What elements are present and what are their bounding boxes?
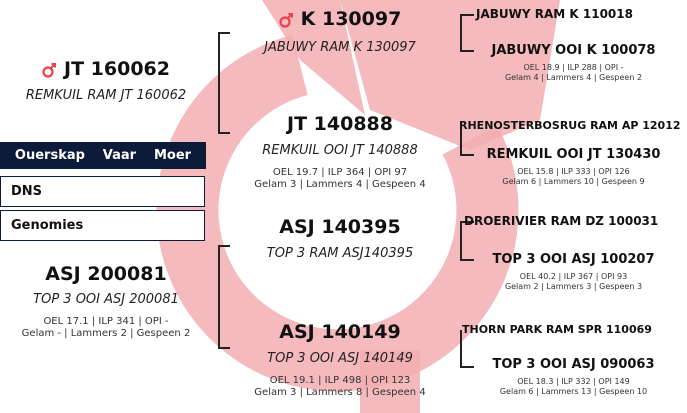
connector-line	[218, 245, 220, 349]
gen3-stats-line2: Gelam 6 | Lammers 13 | Gespeen 10	[499, 386, 648, 396]
dam-stats-line2: Gelam - | Lammers 2 | Gespeen 2	[21, 328, 191, 339]
sire-dam-id: JT 140888	[287, 113, 393, 135]
male-symbol-icon	[42, 62, 57, 78]
gen3-id: TOP 3 OOI ASJ 100207	[492, 252, 655, 267]
dam-dam-stats-line1: OEL 19.1 | ILP 498 | OPI 123	[269, 375, 411, 386]
gen3-id: RHENOSTERBOSRUG RAM AP 12012	[459, 120, 681, 131]
connector-line	[460, 221, 462, 261]
subject-description: REMKUIL RAM JT 160062	[25, 88, 187, 103]
sire-dam-description: REMKUIL OOI JT 140888	[262, 143, 418, 158]
dam-animal: ASJ 200081 TOP 3 OOI ASJ 200081 OEL 17.1…	[0, 265, 212, 340]
dam-sire-animal: ASJ 140395 TOP 3 RAM ASJ140395	[230, 216, 450, 261]
male-symbol-icon	[279, 12, 293, 28]
genomies-button[interactable]: Genomies	[0, 210, 205, 241]
connector-line	[218, 245, 230, 247]
sire-dam-stats-line2: Gelam 3 | Lammers 4 | Gespeen 4	[254, 179, 426, 190]
tab-moer[interactable]: Moer	[153, 148, 192, 163]
dns-button-label: DNS	[11, 184, 43, 199]
gen3-stats: OEL 18.3 | ILP 332 | OPI 149 Gelam 6 | L…	[460, 377, 687, 396]
dam-stats-line1: OEL 17.1 | ILP 341 | OPI -	[43, 316, 169, 327]
dam-description: TOP 3 OOI ASJ 200081	[33, 292, 179, 307]
connector-line	[460, 259, 474, 261]
sire-dam-stats-line1: OEL 19.7 | ILP 364 | OPI 97	[272, 167, 408, 178]
sire-dam-animal: JT 140888 REMKUIL OOI JT 140888 OEL 19.7…	[230, 115, 450, 191]
subject-id: JT 160062	[64, 58, 170, 80]
connector-line	[460, 154, 474, 156]
connector-line	[460, 221, 474, 223]
gen3-stats-line1: OEL 40.2 | ILP 367 | OPI 93	[519, 272, 628, 281]
connector-line	[460, 366, 474, 368]
gen3-stats-line2: Gelam 6 | Lammers 10 | Gespeen 9	[502, 176, 645, 186]
tab-ouerskap[interactable]: Ouerskap	[14, 148, 85, 163]
gen3-id: TOP 3 OOI ASJ 090063	[492, 357, 655, 372]
gen3-animal: JABUWY OOI K 100078 OEL 18.9 | ILP 288 |…	[460, 44, 687, 82]
dam-dam-stats-line2: Gelam 3 | Lammers 8 | Gespeen 4	[254, 387, 426, 398]
sire-dam-stats: OEL 19.7 | ILP 364 | OPI 97 Gelam 3 | La…	[230, 167, 450, 191]
gen3-animal: JABUWY RAM K 110018	[476, 8, 687, 20]
dam-dam-id: ASJ 140149	[279, 321, 401, 343]
connector-line	[460, 330, 462, 368]
sire-animal: K 130097 JABUWY RAM K 130097	[230, 8, 450, 55]
sire-id: K 130097	[300, 8, 402, 30]
connector-line	[460, 50, 474, 52]
gen3-stats: OEL 18.9 | ILP 288 | OPI - Gelam 4 | Lam…	[460, 63, 687, 82]
dam-sire-id: ASJ 140395	[279, 216, 401, 238]
gen3-animal: TOP 3 OOI ASJ 100207 OEL 40.2 | ILP 367 …	[460, 253, 687, 291]
gen3-stats-line1: OEL 18.3 | ILP 332 | OPI 149	[517, 377, 630, 386]
gen3-id: DROERIVIER RAM DZ 100031	[464, 215, 659, 227]
gen3-id: REMKUIL OOI JT 130430	[486, 147, 661, 162]
gen3-animal: REMKUIL OOI JT 130430 OEL 15.8 | ILP 333…	[460, 148, 687, 186]
gen3-stats-line2: Gelam 4 | Lammers 4 | Gespeen 2	[504, 72, 643, 82]
connector-line	[218, 32, 230, 34]
gen3-stats-line1: OEL 18.9 | ILP 288 | OPI -	[523, 63, 624, 72]
sire-description: JABUWY RAM K 130097	[264, 40, 416, 55]
gen3-animal: DROERIVIER RAM DZ 100031	[464, 215, 687, 227]
subject-animal: JT 160062 REMKUIL RAM JT 160062	[0, 58, 212, 103]
gen3-stats: OEL 40.2 | ILP 367 | OPI 93 Gelam 2 | La…	[460, 272, 687, 291]
connector-line	[460, 14, 462, 52]
gen3-animal: RHENOSTERBOSRUG RAM AP 12012	[459, 120, 687, 131]
gen3-id: JABUWY OOI K 100078	[491, 43, 656, 58]
tab-vaar[interactable]: Vaar	[102, 148, 137, 163]
connector-line	[460, 14, 474, 16]
connector-line	[460, 126, 462, 156]
gen3-id: JABUWY RAM K 110018	[476, 7, 633, 21]
dam-dam-stats: OEL 19.1 | ILP 498 | OPI 123 Gelam 3 | L…	[230, 375, 450, 399]
pedigree-tabs: Ouerskap Vaar Moer	[0, 142, 206, 169]
gen3-stats-line1: OEL 15.8 | ILP 333 | OPI 126	[517, 167, 630, 176]
dam-id: ASJ 200081	[45, 263, 167, 285]
gen3-stats: OEL 15.8 | ILP 333 | OPI 126 Gelam 6 | L…	[460, 167, 687, 186]
gen3-id: THORN PARK RAM SPR 110069	[462, 324, 652, 335]
connector-line	[218, 32, 220, 134]
connector-line	[218, 347, 230, 349]
dam-stats: OEL 17.1 | ILP 341 | OPI - Gelam - | Lam…	[0, 316, 212, 340]
gen3-stats-line2: Gelam 2 | Lammers 3 | Gespeen 3	[504, 281, 643, 291]
dam-sire-description: TOP 3 RAM ASJ140395	[266, 246, 414, 261]
gen3-animal: TOP 3 OOI ASJ 090063 OEL 18.3 | ILP 332 …	[460, 358, 687, 396]
genomies-button-label: Genomies	[11, 218, 84, 233]
gen3-animal: THORN PARK RAM SPR 110069	[462, 324, 687, 335]
connector-line	[218, 132, 230, 134]
dns-button[interactable]: DNS	[0, 176, 205, 207]
dam-dam-description: TOP 3 OOI ASJ 140149	[267, 351, 413, 366]
dam-dam-animal: ASJ 140149 TOP 3 OOI ASJ 140149 OEL 19.1…	[230, 323, 450, 399]
